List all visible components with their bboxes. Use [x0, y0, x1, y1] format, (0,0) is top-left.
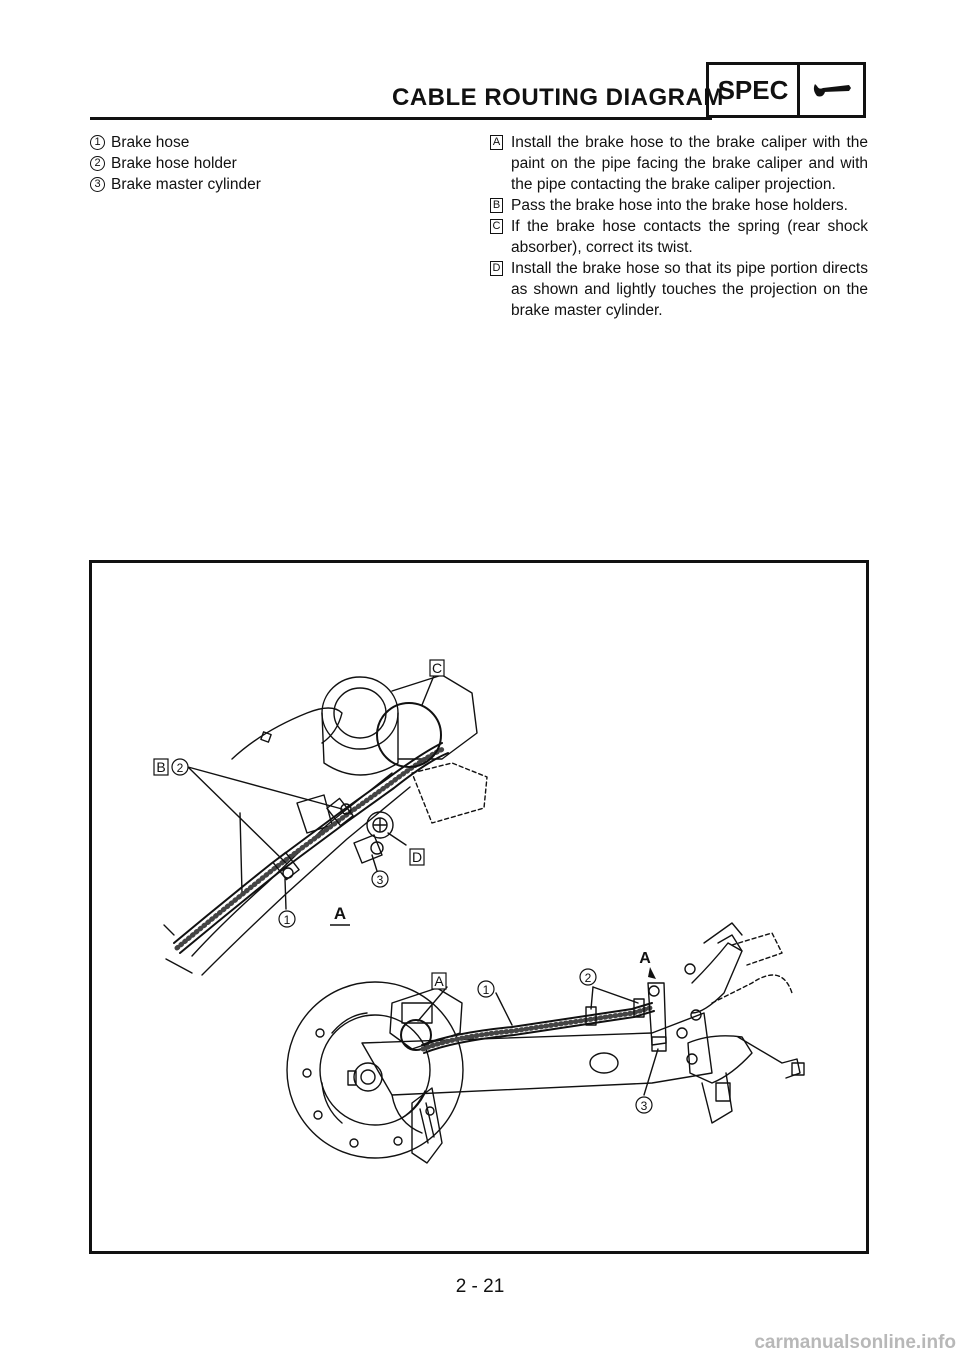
- note-text: Pass the brake hose into the brake hose …: [511, 197, 848, 214]
- brake-pedal: [687, 1035, 753, 1084]
- legend-item: 1 Brake hose: [90, 132, 261, 153]
- master-cylinder-lower: [647, 982, 667, 1046]
- svg-text:1: 1: [284, 913, 291, 927]
- header-rule: [90, 117, 712, 120]
- callout-2-top: 2: [171, 758, 189, 776]
- callout-number: 1: [90, 135, 105, 150]
- spec-label: SPEC: [709, 65, 800, 115]
- legend-item: 3 Brake master cylinder: [90, 174, 261, 195]
- svg-text:A: A: [334, 904, 346, 923]
- routing-figure: C B 2 D 3 1 A: [89, 560, 869, 1254]
- svg-text:2: 2: [585, 971, 592, 985]
- callout-d: D: [409, 848, 425, 866]
- frame-outline: [239, 812, 243, 894]
- master-cylinder-body: [353, 834, 383, 864]
- note-item: A Install the brake hose to the brake ca…: [490, 132, 868, 195]
- chain-guide: [411, 1087, 443, 1164]
- brake-disc: [286, 981, 464, 1159]
- callout-3-bottom: 3: [635, 1096, 653, 1114]
- callout-c: C: [429, 659, 445, 677]
- callout-1-bottom: 1: [477, 980, 495, 998]
- brake-hose-upper: [179, 752, 449, 954]
- hidden-part: [411, 762, 488, 824]
- note-text: If the brake hose contacts the spring (r…: [511, 218, 868, 256]
- callout-3-top: 3: [371, 870, 389, 888]
- note-text: Install the brake hose to the brake cali…: [511, 134, 868, 193]
- callout-number: 3: [90, 177, 105, 192]
- page-title: CABLE ROUTING DIAGRAM: [392, 84, 724, 111]
- watermark: carmanualsonline.info: [754, 1332, 956, 1353]
- callout-a: A: [431, 972, 447, 990]
- hose-holder: [326, 797, 354, 827]
- svg-text:C: C: [432, 660, 442, 676]
- installation-notes: A Install the brake hose to the brake ca…: [490, 132, 868, 321]
- note-letter: B: [490, 198, 503, 213]
- svg-text:3: 3: [641, 1099, 648, 1113]
- swingarm-hole: [589, 1052, 619, 1074]
- svg-text:D: D: [412, 849, 422, 865]
- note-letter: A: [490, 135, 503, 150]
- brake-hose-lower: [421, 1002, 653, 1046]
- note-item: B Pass the brake hose into the brake hos…: [490, 195, 868, 216]
- svg-text:3: 3: [377, 873, 384, 887]
- svg-text:B: B: [156, 759, 165, 775]
- legend-label: Brake hose holder: [111, 155, 237, 172]
- legend-label: Brake hose: [111, 134, 190, 151]
- frame-outline: [231, 707, 343, 760]
- svg-text:2: 2: [177, 761, 184, 775]
- note-item: D Install the brake hose so that its pip…: [490, 258, 868, 321]
- master-cylinder: [366, 811, 394, 839]
- svg-text:1: 1: [483, 983, 490, 997]
- spec-box: SPEC: [706, 62, 866, 118]
- svg-text:A: A: [434, 973, 444, 989]
- callout-number: 2: [90, 156, 105, 171]
- rear-axle: [353, 1062, 383, 1092]
- note-letter: D: [490, 261, 503, 276]
- legend-item: 2 Brake hose holder: [90, 153, 261, 174]
- reservoir-body: [321, 712, 399, 776]
- note-item: C If the brake hose contacts the spring …: [490, 216, 868, 258]
- bracket-notch: [260, 731, 272, 743]
- legend-label: Brake master cylinder: [111, 176, 261, 193]
- callout-b: B: [153, 758, 169, 776]
- view-arrow-icon: [648, 967, 656, 979]
- hose-holder: [633, 998, 645, 1018]
- note-letter: C: [490, 219, 503, 234]
- frame-rear: [691, 942, 743, 1014]
- frame-outline: [201, 786, 411, 976]
- view-mark-a-top: A: [330, 904, 350, 926]
- note-text: Install the brake hose so that its pipe …: [511, 260, 868, 319]
- callout-2-bottom: 2: [579, 968, 597, 986]
- disc-hub: [319, 1014, 431, 1126]
- screwdriver-icon: [800, 65, 863, 115]
- detail-circle: [376, 702, 442, 768]
- brake-hose-lower: [423, 1010, 655, 1054]
- brake-hose-upper: [173, 742, 443, 944]
- page-number: 2 - 21: [455, 1276, 505, 1297]
- svg-text:A: A: [639, 950, 651, 967]
- view-mark-a-bottom: A: [639, 950, 651, 967]
- parts-legend: 1 Brake hose 2 Brake hose holder 3 Brake…: [90, 132, 261, 195]
- routing-illustration: C B 2 D 3 1 A: [153, 659, 805, 1164]
- callout-1-top: 1: [278, 910, 296, 928]
